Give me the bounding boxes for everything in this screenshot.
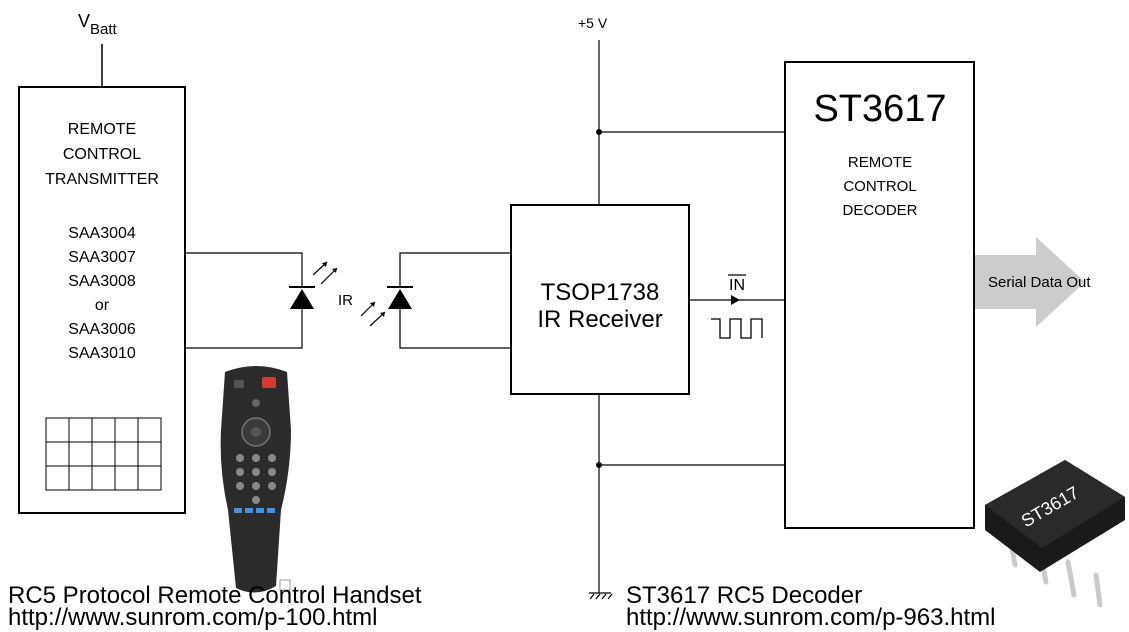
ir-label: IR — [338, 292, 353, 309]
chip-list-item: SAA3010 — [68, 345, 136, 362]
serial-out-arrow — [975, 237, 1085, 327]
decoder-subtitle-line: REMOTE — [848, 154, 912, 171]
photodiode-icon — [360, 286, 413, 327]
caption-left-url: http://www.sunrom.com/p-100.html — [8, 604, 377, 631]
photodiode-wires — [399, 252, 511, 349]
emitter-wires — [185, 252, 303, 349]
plus5v-label: +5 V — [578, 15, 608, 31]
vbatt-label: VBatt — [78, 11, 118, 38]
decoder-subtitle-line: CONTROL — [843, 178, 916, 195]
decoder-subtitle: REMOTE CONTROL DECODER — [842, 154, 917, 219]
transmitter-title-line: CONTROL — [63, 146, 141, 163]
chip-list-item: SAA3007 — [68, 249, 136, 266]
tsop-label-line2: IR Receiver — [537, 306, 662, 333]
remote-handset-image — [220, 366, 291, 593]
decoder-subtitle-line: DECODER — [842, 202, 917, 219]
pulse-waveform-icon — [711, 318, 763, 339]
tsop-receiver-box — [510, 204, 690, 395]
chip-list-item: SAA3006 — [68, 321, 136, 338]
power-wires — [598, 40, 785, 593]
transmitter-title: REMOTE CONTROL TRANSMITTER — [45, 121, 159, 188]
keypad-grid-icon — [45, 417, 162, 491]
transmitter-chip-list: SAA3004 SAA3007 SAA3008 or SAA3006 SAA30… — [68, 225, 136, 362]
caption-left-title: RC5 Protocol Remote Control Handset — [8, 582, 422, 609]
ir-led-emitter-icon — [289, 261, 338, 309]
signal-arrow-icon — [731, 295, 740, 305]
chip-list-item: SAA3008 — [68, 273, 136, 290]
ground-icon — [589, 592, 613, 600]
tsop-label-line1: TSOP1738 — [541, 279, 660, 306]
caption-right-url: http://www.sunrom.com/p-963.html — [626, 604, 995, 631]
decoder-box — [784, 61, 975, 529]
serial-out-label: Serial Data Out — [988, 274, 1091, 291]
junction-dot — [596, 129, 602, 135]
caption-right-title: ST3617 RC5 Decoder — [626, 582, 862, 609]
transmitter-title-line: REMOTE — [68, 121, 136, 138]
chip-list-item: or — [95, 297, 110, 314]
st3617-chip-image: ST3617 — [985, 460, 1125, 608]
transmitter-title-line: TRANSMITTER — [45, 171, 159, 188]
junction-dot — [596, 462, 602, 468]
chip-list-item: SAA3004 — [68, 225, 136, 242]
signal-in-label: IN — [729, 277, 745, 294]
decoder-name: ST3617 — [813, 88, 946, 130]
